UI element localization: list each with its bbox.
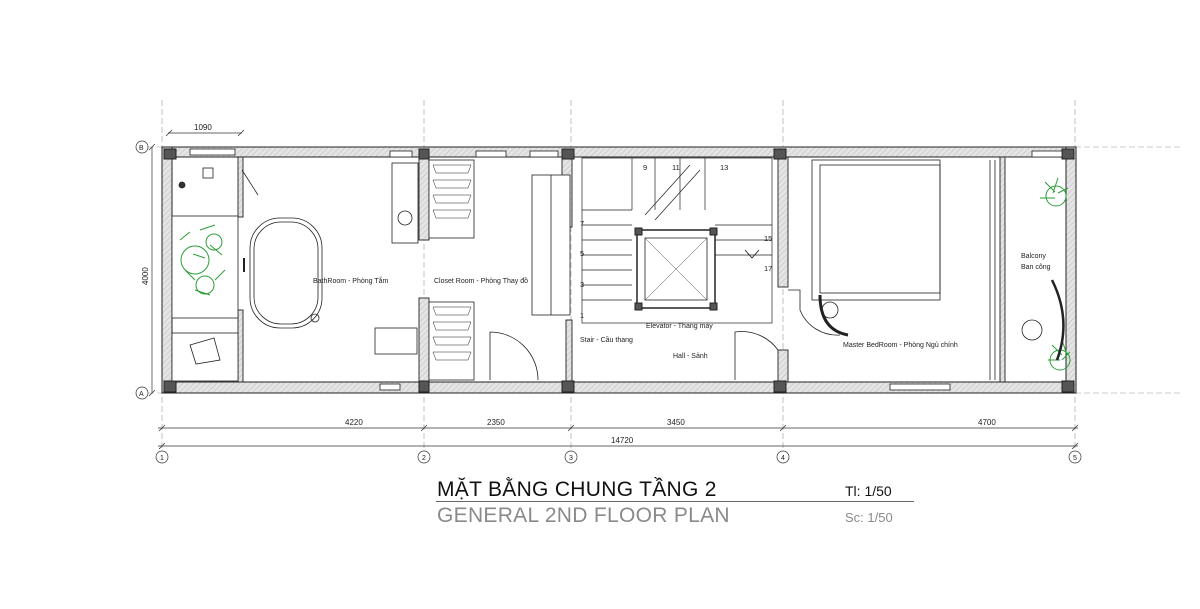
dim-bottom-1: 4220 xyxy=(345,418,363,427)
label-bathroom: BathRoom - Phòng Tắm xyxy=(313,276,389,285)
label-closet: Closet Room - Phòng Thay đồ xyxy=(434,276,528,285)
plan-title-english: GENERAL 2ND FLOOR PLAN xyxy=(437,504,730,527)
label-balcony-vn: Ban công xyxy=(1021,264,1051,271)
svg-text:5: 5 xyxy=(1073,455,1077,462)
label-hall: Hall - Sảnh xyxy=(673,353,708,360)
svg-text:4: 4 xyxy=(781,455,785,462)
grid-bubble: B xyxy=(135,140,149,154)
step-number: 1 xyxy=(580,311,584,320)
step-number: 17 xyxy=(764,264,772,273)
svg-text:3: 3 xyxy=(569,455,573,462)
scale-label-english: Sc: 1/50 xyxy=(845,510,893,525)
dim-bottom-2: 2350 xyxy=(487,418,505,427)
windows xyxy=(189,148,1063,391)
step-number: 5 xyxy=(580,249,584,258)
label-balcony-en: Balcony xyxy=(1021,253,1046,260)
grid-bubble: 4 xyxy=(776,450,790,464)
svg-text:2: 2 xyxy=(422,455,426,462)
label-master-bedroom: Master BedRoom - Phòng Ngủ chính xyxy=(843,341,958,349)
svg-text:A: A xyxy=(139,391,144,398)
grid-bubble: 2 xyxy=(417,450,431,464)
title-divider xyxy=(436,501,914,502)
step-number: 9 xyxy=(643,163,647,172)
elevator xyxy=(634,227,718,311)
dim-total: 14720 xyxy=(611,436,634,445)
dim-top: 1090 xyxy=(194,123,212,132)
svg-text:1: 1 xyxy=(160,455,164,462)
svg-text:B: B xyxy=(139,145,144,152)
step-number: 7 xyxy=(580,219,584,228)
grid-bubble: 1 xyxy=(155,450,169,464)
dim-side: 4000 xyxy=(141,267,150,285)
plan-title-vietnamese: MẶT BẰNG CHUNG TẦNG 2 xyxy=(437,478,717,501)
bedroom-furniture xyxy=(811,159,1065,380)
bathroom-fixtures xyxy=(171,162,419,382)
step-number: 13 xyxy=(720,163,728,172)
dim-bottom-3: 3450 xyxy=(667,418,685,427)
doors xyxy=(489,289,849,381)
grid-bubble: 3 xyxy=(564,450,578,464)
step-number: 11 xyxy=(672,163,680,172)
plant-decor xyxy=(179,177,1071,371)
dim-bottom-4: 4700 xyxy=(978,418,996,427)
dimension-values: 1090 4000 4220 2350 3450 4700 14720 xyxy=(141,123,996,445)
label-elevator: Elevator - Thang máy xyxy=(646,323,713,330)
scale-label-vietnamese: Tl: 1/50 xyxy=(845,483,892,499)
grid-bubble: 5 xyxy=(1068,450,1082,464)
room-labels: BathRoom - Phòng Tắm Closet Room - Phòng… xyxy=(313,253,1051,360)
closet-wardrobes xyxy=(428,159,571,381)
stair-step-numbers: 1 3 5 7 9 11 13 15 17 xyxy=(580,163,772,320)
structural-columns xyxy=(163,148,1075,393)
dimension-lines xyxy=(148,129,1079,450)
grid-bubbles: 1 2 3 4 5 B A xyxy=(135,140,1082,464)
grid-bubble: A xyxy=(135,386,149,400)
label-stair: Stair - Cầu thang xyxy=(580,335,633,344)
interior-walls xyxy=(237,156,1006,383)
step-number: 3 xyxy=(580,280,584,289)
stair xyxy=(581,157,773,324)
step-number: 15 xyxy=(764,234,772,243)
